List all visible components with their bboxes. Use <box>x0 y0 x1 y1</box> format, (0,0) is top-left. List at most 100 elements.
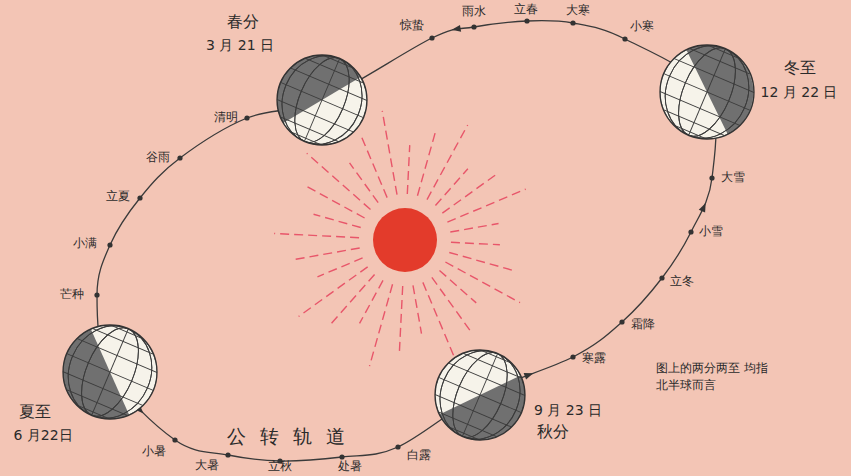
sun-ray <box>299 267 368 317</box>
sun-ray <box>445 262 520 303</box>
note-text: 图上的两分两至 均指北半球而言 <box>656 360 768 395</box>
sun-ray <box>432 277 471 331</box>
solar-term-label: 立秋 <box>268 460 292 474</box>
sun-ray <box>450 224 498 233</box>
season-date: 12 月 22 日 <box>761 84 838 100</box>
globe-outline <box>277 55 367 145</box>
sun-ray <box>451 242 500 244</box>
term-dot <box>172 437 177 442</box>
solar-term-label: 大暑 <box>195 459 219 473</box>
solar-term-label: 芒种 <box>60 288 84 302</box>
globe-drawing <box>63 325 157 419</box>
term-dot <box>177 155 182 160</box>
term-dot <box>94 292 99 297</box>
globe-grid <box>263 41 381 159</box>
globe-outline <box>660 45 754 139</box>
sun-ray <box>407 145 409 194</box>
term-dot <box>137 195 142 200</box>
globe-outline <box>63 325 157 419</box>
term-dot <box>339 454 344 459</box>
sun-ray <box>435 169 467 206</box>
solar-term-label: 大雪 <box>721 171 745 185</box>
solar-term-label: 谷雨 <box>146 151 170 165</box>
term-dot <box>570 20 575 25</box>
sun-ray <box>417 131 435 195</box>
solar-term-label: 立春 <box>514 3 538 17</box>
globe-lit <box>435 350 525 440</box>
term-dot <box>524 18 529 23</box>
sun-ray <box>350 163 379 203</box>
term-dot <box>471 24 476 29</box>
sun-ray <box>361 136 387 198</box>
season-date: 6 月22日 <box>13 427 72 443</box>
term-dot <box>659 275 664 280</box>
sun-ray <box>314 214 361 227</box>
earth-globe: 春分3 月 21 日 <box>277 55 367 145</box>
solar-term-label: 小寒 <box>630 20 654 34</box>
globe-drawing <box>277 55 367 145</box>
orbit-marks <box>94 18 714 463</box>
term-dot <box>107 242 112 247</box>
solar-term-label: 清明 <box>214 111 238 125</box>
sun-ray <box>413 285 422 333</box>
earth-globe: 冬至12 月 22 日 <box>660 45 754 139</box>
term-dot <box>622 36 627 41</box>
term-dot <box>570 354 575 359</box>
term-dot <box>395 444 400 449</box>
solar-term-label: 寒露 <box>582 352 606 366</box>
season-name: 冬至 <box>784 59 816 77</box>
solar-term-label: 小满 <box>73 237 97 251</box>
sun-ray <box>423 282 456 360</box>
globe-drawing <box>435 350 525 440</box>
solar-term-label: 霜降 <box>631 318 655 332</box>
globe-lit <box>63 325 157 419</box>
sun-ray <box>439 270 476 302</box>
globe-lit <box>660 45 754 139</box>
orbit-arrow <box>451 25 461 33</box>
sun-ray <box>274 233 359 237</box>
globe-grid <box>48 310 171 433</box>
orbit-label: 公转轨道 <box>227 426 359 448</box>
earth-globe: 夏至6 月22日 <box>63 325 157 419</box>
sun-ray <box>447 189 525 222</box>
term-dot <box>688 229 693 234</box>
orbit-path <box>97 21 716 461</box>
orbit-arrow <box>524 370 535 380</box>
season-date: 9 月 23 日 <box>534 402 602 418</box>
sun-ray <box>330 274 374 324</box>
sun-ray <box>306 186 365 218</box>
season-name: 春分 <box>227 13 259 31</box>
solar-term-label: 小雪 <box>699 225 723 239</box>
season-name: 秋分 <box>537 423 569 441</box>
term-dot <box>244 115 249 120</box>
solar-term-label: 立夏 <box>106 190 130 204</box>
sun-ray <box>307 153 371 209</box>
solar-term-label: 雨水 <box>462 5 486 19</box>
globe-grid <box>645 30 768 153</box>
solar-term-label: 大寒 <box>566 4 590 18</box>
globe-grid <box>421 336 539 454</box>
sun-ray <box>442 174 496 213</box>
sun <box>373 208 437 272</box>
sun-ray <box>449 252 513 270</box>
globe-drawing <box>660 45 754 139</box>
season-date: 3 月 21 日 <box>206 37 274 53</box>
sun-ray <box>370 284 393 366</box>
sun-ray <box>427 125 468 200</box>
globe-lit <box>277 55 367 145</box>
term-dot <box>429 35 434 40</box>
sun-ray <box>294 248 360 260</box>
term-dot <box>709 175 714 180</box>
sun-rays <box>274 111 526 366</box>
term-dot <box>225 452 230 457</box>
earth-globe: 9 月 23 日秋分 <box>435 350 525 440</box>
term-dot <box>619 319 624 324</box>
globe-outline <box>435 350 525 440</box>
solar-term-label: 惊蛰 <box>400 19 424 33</box>
sun-ray <box>382 111 397 195</box>
solar-term-label: 立冬 <box>670 275 694 289</box>
solar-term-label: 处暑 <box>338 460 362 474</box>
orbit-arrow <box>699 201 709 212</box>
solar-term-label: 白露 <box>407 449 431 463</box>
